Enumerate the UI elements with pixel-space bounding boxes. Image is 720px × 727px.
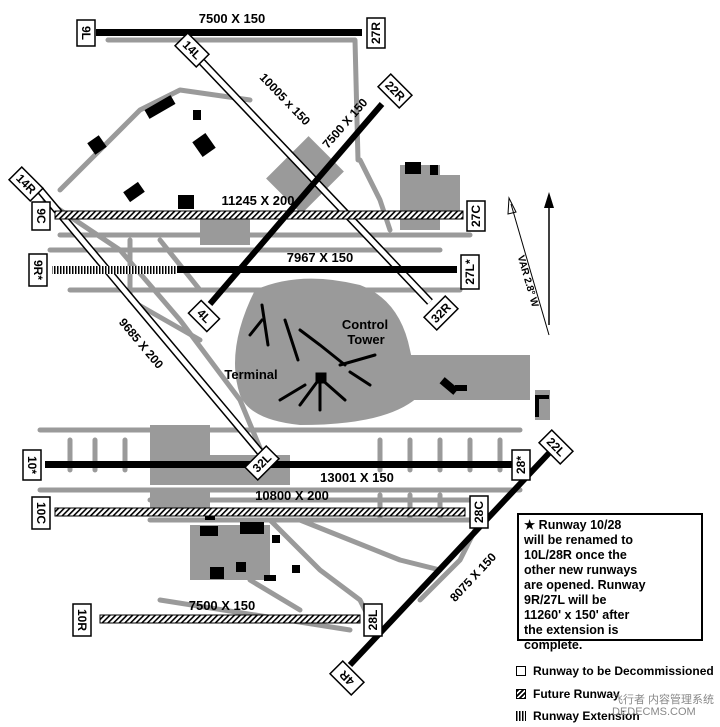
true-north-arrow-icon xyxy=(544,192,554,208)
svg-text:9L: 9L xyxy=(79,26,93,40)
runway-10C-28C xyxy=(54,507,466,517)
legend-future-label: Future Runway xyxy=(533,687,620,701)
svg-text:27C: 27C xyxy=(469,205,483,227)
watermark-line-2: DEDECMS.COM xyxy=(612,706,696,718)
legend-future: Future Runway xyxy=(516,687,620,701)
runway-10-28 xyxy=(45,461,512,468)
control-tower-label-2: Tower xyxy=(347,332,384,347)
rwy-end-4R: 4R xyxy=(328,659,366,697)
terminal-piers xyxy=(248,303,377,412)
rwy-end-27R: 27R xyxy=(366,17,386,49)
legend-extension: Runway Extension xyxy=(516,709,640,723)
note-line: complete. xyxy=(524,638,583,652)
dim-9C-27C: 11245 X 200 xyxy=(221,193,294,208)
dim-9L-27R: 7500 X 150 xyxy=(199,11,266,26)
buildings xyxy=(87,95,549,581)
note-line: 9R/27L will be xyxy=(524,593,607,607)
area-labels: Control Tower Terminal xyxy=(224,317,388,382)
dim-4R-22L: 8075 X 150 xyxy=(447,550,499,605)
note-line: the extension is xyxy=(524,623,619,637)
runway-10R-28L xyxy=(99,614,361,624)
legend-decommission: Runway to be Decommissioned xyxy=(516,664,714,678)
rwy-end-28C: 28C xyxy=(469,495,489,529)
rwy-end-9R: 9R* xyxy=(28,253,48,287)
variation-label: VAR 2.8° W xyxy=(515,254,540,309)
legend-extension-label: Runway Extension xyxy=(533,709,640,723)
note-line: 10L/28R once the xyxy=(524,548,627,562)
svg-text:9R*: 9R* xyxy=(31,260,45,280)
svg-text:27L*: 27L* xyxy=(463,259,477,285)
svg-text:28C: 28C xyxy=(472,501,486,523)
dim-10-28: 13001 X 150 xyxy=(320,470,394,485)
rwy-end-9C: 9C xyxy=(31,201,51,231)
dim-14L-32R: 10005 x 150 xyxy=(257,70,314,128)
rwy-end-10R: 10R xyxy=(72,603,92,637)
svg-text:9C: 9C xyxy=(34,208,48,224)
note-line: other new runways xyxy=(524,563,638,577)
terminal-area xyxy=(150,136,550,580)
control-tower-label-1: Control xyxy=(342,317,388,332)
rwy-end-27L: 27L* xyxy=(460,254,480,290)
runway-4L-22R xyxy=(207,102,385,306)
runway-4R-22L xyxy=(347,449,553,668)
runway-9R-27L xyxy=(52,266,457,274)
note-line: will be renamed to xyxy=(524,533,634,547)
svg-text:28L: 28L xyxy=(366,610,380,631)
rwy-end-10C: 10C xyxy=(31,496,51,530)
watermark: 飞行者 内容管理系统 DEDECMS.COM xyxy=(612,694,714,718)
dim-10C-28C: 10800 X 200 xyxy=(255,488,329,503)
dim-10R-28L: 7500 X 150 xyxy=(189,598,256,613)
rwy-end-28L: 28L xyxy=(363,603,383,637)
legend-decommission-label: Runway to be Decommissioned xyxy=(533,664,714,678)
rwy-end-28: 28* xyxy=(511,449,531,481)
dim-9R-27L: 7967 X 150 xyxy=(287,250,354,265)
rwy-end-10: 10* xyxy=(22,449,42,481)
future-swatch-icon xyxy=(516,689,526,699)
svg-text:10R: 10R xyxy=(75,609,89,631)
svg-text:10C: 10C xyxy=(34,502,48,524)
extension-swatch-icon xyxy=(516,711,526,721)
north-arrow: VAR 2.8° W xyxy=(507,192,554,336)
note-line: 11260' x 150' after xyxy=(524,608,630,622)
runway-9C-27C xyxy=(54,210,464,220)
terminal-label: Terminal xyxy=(224,367,277,382)
rwy-end-27C: 27C xyxy=(466,200,486,232)
svg-text:28*: 28* xyxy=(514,456,528,474)
runway-14R-32L xyxy=(36,187,264,455)
magnetic-north-arrow-icon xyxy=(507,196,517,215)
rwy-end-4L: 4L xyxy=(187,299,221,333)
runway-renaming-note: ★ Runway 10/28 will be renamed to 10L/28… xyxy=(517,513,703,652)
runway-9L-27R xyxy=(96,29,362,36)
note-line: ★ Runway 10/28 xyxy=(524,518,622,532)
watermark-line-1: 飞行者 内容管理系统 xyxy=(612,694,715,706)
rwy-end-22R: 22R xyxy=(376,72,414,110)
note-line: are opened. Runway xyxy=(524,578,646,592)
rwy-end-9L: 9L xyxy=(76,19,96,47)
svg-text:27R: 27R xyxy=(369,22,383,44)
svg-text:10*: 10* xyxy=(25,456,39,474)
rwy-end-14R: 14R xyxy=(7,165,45,203)
decommission-swatch-icon xyxy=(516,666,526,676)
dim-14R-32L: 9685 X 200 xyxy=(116,315,166,371)
runway-end-labels: 9L 27R 14L 32R 22R 4L 14R 32L xyxy=(7,17,575,697)
